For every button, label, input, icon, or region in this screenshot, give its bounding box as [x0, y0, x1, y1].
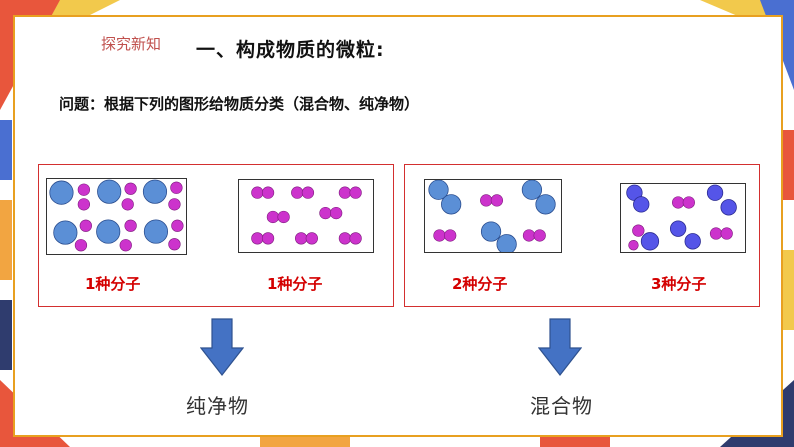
molecule-group: [49, 179, 184, 252]
small-atom: [444, 229, 457, 242]
panel-caption-4: 3种分子: [651, 275, 707, 293]
small-atom: [266, 210, 280, 224]
small-atom: [338, 186, 352, 199]
small-atom: [338, 232, 352, 245]
small-atom: [349, 186, 362, 199]
small-atom: [330, 206, 343, 220]
small-atom: [720, 227, 733, 240]
small-atom: [480, 194, 493, 207]
small-atom: [319, 206, 332, 220]
small-atom: [77, 183, 91, 196]
small-atom: [295, 232, 308, 245]
large-molecule: [633, 196, 650, 213]
down-arrow-icon: [200, 318, 244, 376]
small-atom: [121, 198, 134, 211]
small-atom: [672, 196, 685, 209]
molecule-panel-2: [238, 179, 374, 253]
small-atom: [709, 227, 723, 240]
small-atom: [277, 210, 290, 224]
small-atom: [77, 198, 91, 211]
side-stripe: [0, 120, 12, 180]
large-molecule: [706, 184, 724, 201]
large-molecule: [441, 194, 462, 215]
molecule-group: [626, 184, 737, 251]
molecule-panel-4: [620, 183, 746, 253]
small-atom: [533, 229, 546, 242]
small-atom: [74, 239, 88, 252]
large-molecule: [496, 234, 517, 252]
bottom-stripe: [540, 437, 610, 447]
panel-caption-3: 2种分子: [452, 275, 508, 293]
section-tag: 探究新知: [101, 35, 162, 53]
down-arrow-icon: [538, 318, 582, 376]
pure-substance-label: 纯净物: [186, 394, 249, 418]
side-stripe: [0, 200, 12, 280]
small-atom: [349, 232, 362, 245]
large-molecule: [535, 194, 556, 215]
large-molecule: [480, 221, 502, 242]
side-stripe: [782, 130, 794, 200]
large-molecule: [720, 199, 737, 216]
small-atom: [632, 224, 645, 237]
small-atom: [433, 229, 446, 242]
small-atom: [168, 198, 181, 211]
small-atom: [261, 186, 275, 199]
small-atom: [261, 232, 275, 245]
page-title: 一、构成物质的微粒:: [196, 39, 385, 61]
small-atom: [251, 186, 264, 199]
side-stripe: [0, 300, 12, 370]
molecule-panel-1: [46, 178, 187, 255]
molecule-panel-3: [424, 179, 562, 253]
small-atom: [124, 182, 137, 195]
small-atom: [171, 219, 184, 232]
small-atom: [628, 240, 639, 251]
small-atom: [305, 232, 318, 245]
small-atom: [301, 186, 315, 199]
small-atom: [168, 238, 181, 251]
large-molecule: [640, 232, 660, 251]
small-atom: [119, 239, 132, 252]
mixture-label: 混合物: [530, 394, 593, 418]
question-text: 问题：根据下列的图形给物质分类（混合物、纯净物）: [59, 95, 420, 113]
small-atom: [291, 186, 304, 199]
panel-caption-1: 1种分子: [85, 275, 141, 293]
small-atom: [124, 219, 137, 232]
panel-caption-2: 1种分子: [267, 275, 323, 293]
side-stripe: [782, 250, 794, 330]
small-atom: [251, 232, 264, 245]
large-molecule: [669, 220, 687, 237]
small-atom: [522, 229, 536, 242]
large-molecule: [53, 220, 78, 245]
large-molecule: [143, 219, 169, 244]
large-molecule: [49, 180, 74, 205]
small-atom: [170, 181, 183, 194]
large-molecule: [142, 179, 168, 204]
small-atom: [682, 196, 695, 209]
large-molecule: [96, 219, 121, 244]
molecule-group: [251, 186, 362, 245]
small-atom: [79, 219, 92, 232]
small-atom: [490, 194, 504, 207]
large-molecule: [684, 233, 701, 250]
large-molecule: [428, 180, 449, 200]
molecule-group: [428, 180, 556, 252]
large-molecule: [521, 180, 543, 200]
bottom-stripe: [260, 437, 350, 447]
large-molecule: [97, 179, 122, 204]
